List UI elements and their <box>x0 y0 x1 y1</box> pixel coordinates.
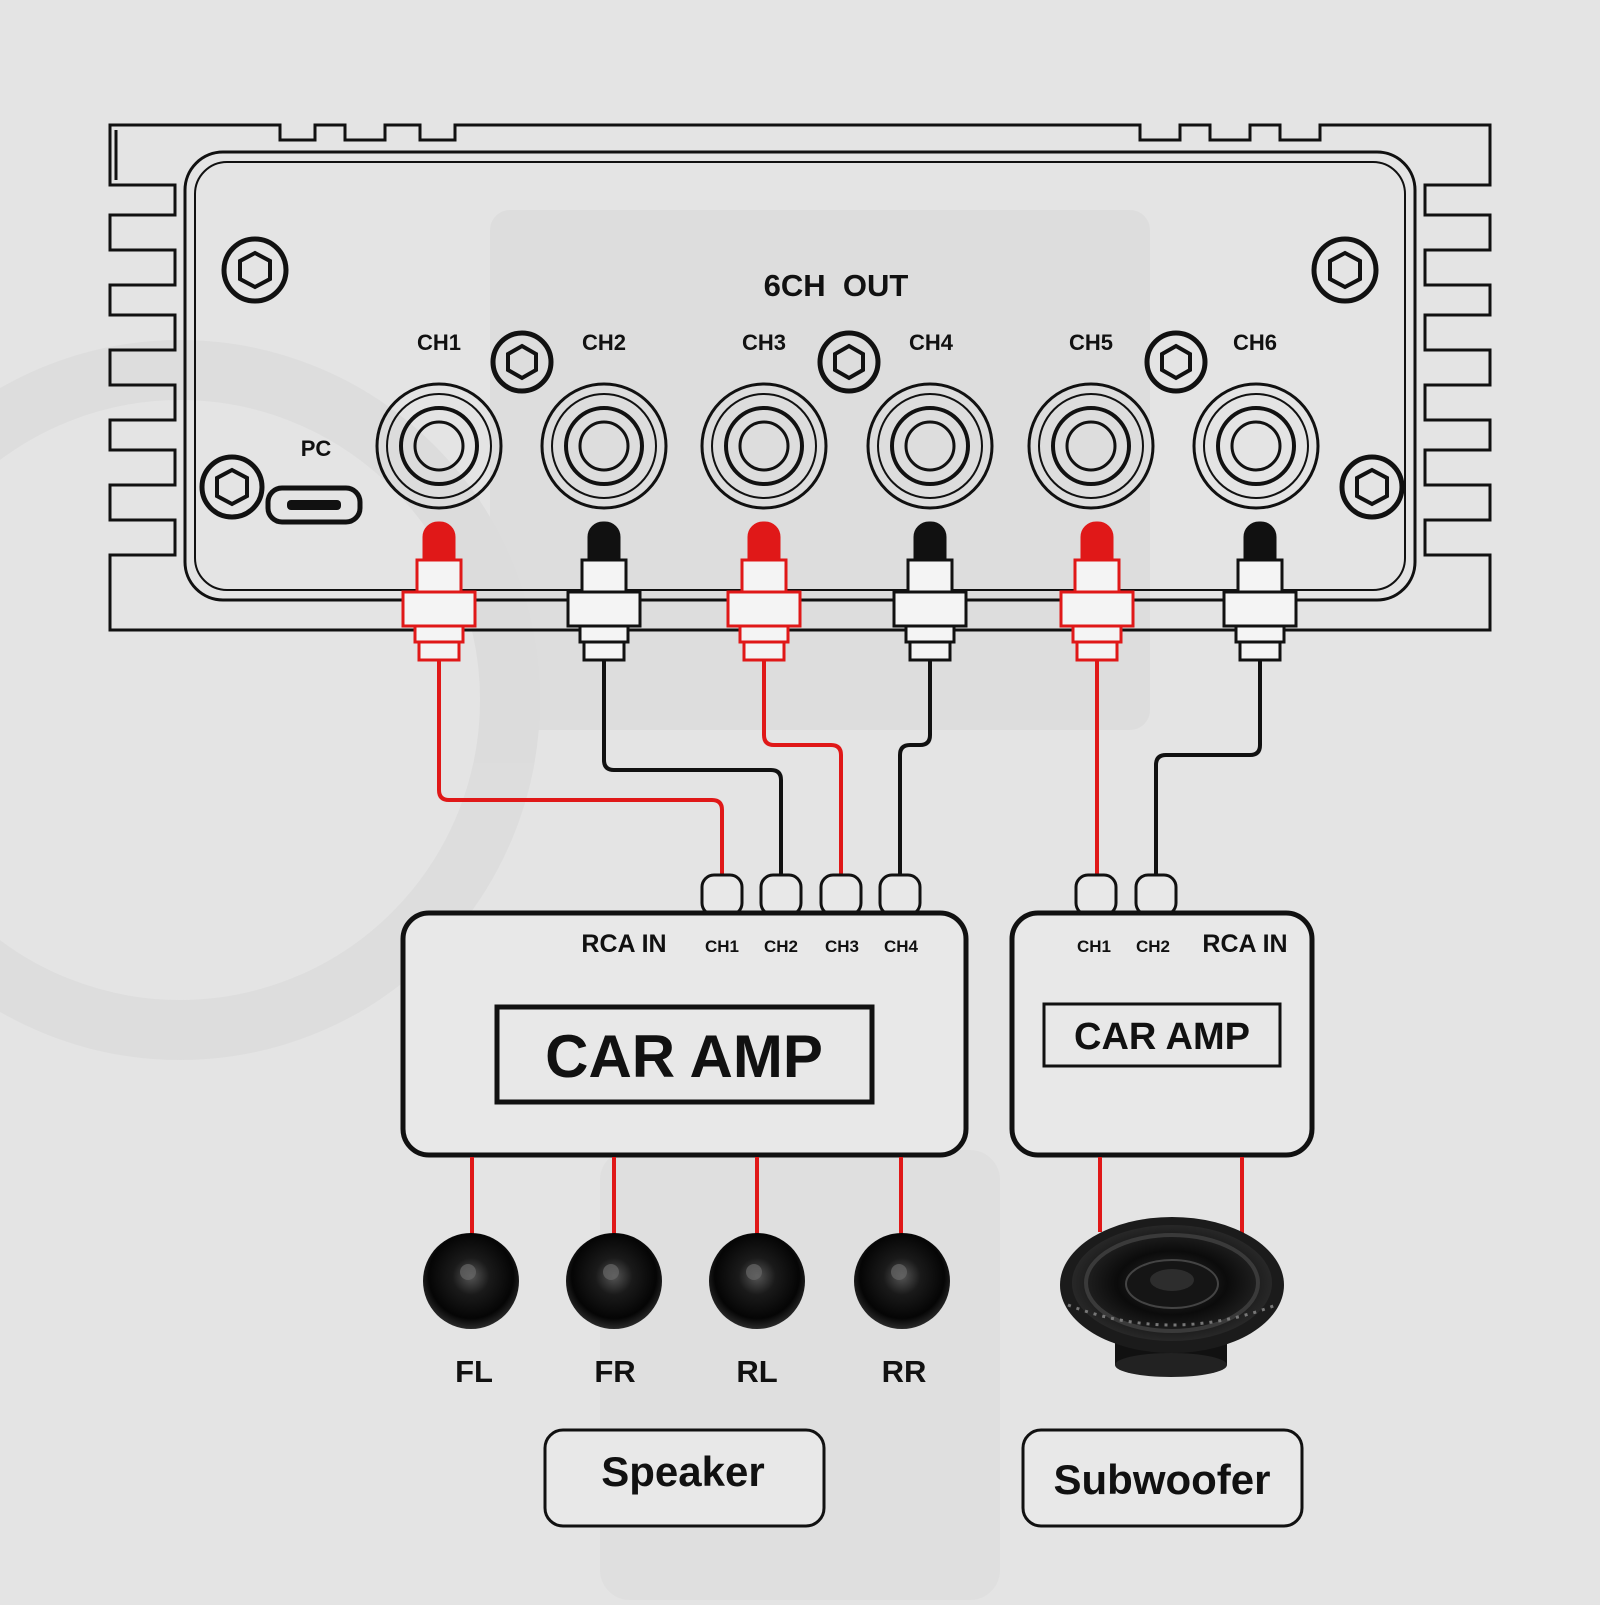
rca-plug-ch2 <box>566 521 642 662</box>
subwoofer-icon <box>1060 1217 1284 1377</box>
amp-input-label: CH3 <box>825 937 859 956</box>
rca-jack-ch1 <box>375 382 503 510</box>
amp-body <box>1009 910 1315 1158</box>
screw-icon <box>1339 454 1405 520</box>
amp-name-box <box>1042 1002 1282 1068</box>
rca-plugs <box>401 521 1298 662</box>
speaker-icon <box>854 1233 950 1329</box>
channel-label: CH3 <box>742 330 786 355</box>
amp-name-box <box>494 1004 875 1105</box>
rca-plug-ch6 <box>1222 521 1298 662</box>
screws <box>199 236 1405 520</box>
speaker-label-fr: FR <box>594 1354 635 1389</box>
rca-cables <box>437 660 1262 878</box>
amp-input-label: CH4 <box>884 937 919 956</box>
amp-input-label: CH1 <box>705 937 739 956</box>
cable-ch1-red <box>437 660 724 878</box>
subwoofer-group-box: Subwoofer <box>1021 1428 1304 1528</box>
rca-jack-ch6 <box>1192 382 1320 510</box>
amp-name: CAR AMP <box>1074 1016 1250 1058</box>
faceplate-inner <box>194 161 1406 591</box>
rca-plug-ch3 <box>726 521 802 662</box>
amp-input-label: CH2 <box>1136 937 1170 956</box>
rca-jacks <box>375 382 1320 510</box>
speaker-icon <box>423 1233 519 1329</box>
rca-jack-ch2 <box>540 382 668 510</box>
channel-label: CH5 <box>1069 330 1113 355</box>
rca-in-label: RCA IN <box>1202 930 1287 958</box>
cable-ch4-black <box>898 660 932 878</box>
cable-ch2-black <box>602 660 783 878</box>
screw-icon <box>199 454 265 520</box>
rca-jack-ch3 <box>700 382 828 510</box>
cable-ch3-red <box>762 660 843 878</box>
screw-icon <box>221 236 289 304</box>
screw-icon <box>1311 236 1379 304</box>
usb-port[interactable] <box>265 485 363 525</box>
amp-input-jacks <box>700 873 922 917</box>
speaker-label-rl: RL <box>736 1354 777 1389</box>
amp-body <box>400 910 969 1158</box>
screw-icon <box>817 330 881 394</box>
screw-icon <box>1144 330 1208 394</box>
subwoofer-group-label: Subwoofer <box>1054 1456 1271 1503</box>
amp-input-label: CH1 <box>1077 937 1111 956</box>
speaker-icon <box>566 1233 662 1329</box>
heatsink-outline <box>108 123 1492 632</box>
screw-icon <box>490 330 554 394</box>
amp-name: CAR AMP <box>545 1023 823 1090</box>
pc-label: PC <box>301 436 332 461</box>
dsp-processor <box>108 123 1492 632</box>
channel-label: CH1 <box>417 330 461 355</box>
output-title: 6CH OUT <box>764 268 909 303</box>
rca-jack-ch5 <box>1027 382 1155 510</box>
rca-jack-ch4 <box>866 382 994 510</box>
channel-label: CH6 <box>1233 330 1277 355</box>
rca-plug-ch1 <box>401 521 477 662</box>
channel-label: CH4 <box>909 330 954 355</box>
rca-in-label: RCA IN <box>581 930 666 958</box>
speaker-icon <box>709 1233 805 1329</box>
rca-plug-ch4 <box>892 521 968 662</box>
speaker-group-label: Speaker <box>601 1448 764 1495</box>
speaker-group-box: Speaker <box>543 1428 826 1528</box>
channel-label: CH2 <box>582 330 626 355</box>
cable-ch6-black <box>1154 660 1262 878</box>
car-amp-2ch: CH1 CH2 RCA IN CAR AMP <box>1009 873 1315 1158</box>
speaker-label-rr: RR <box>882 1354 927 1389</box>
speaker-labels: FL FR RL RR <box>455 1354 926 1389</box>
processor-channel-labels: CH1 CH2 CH3 CH4 CH5 CH6 <box>417 330 1277 355</box>
car-amp-4ch: RCA IN CH1 CH2 CH3 CH4 CAR AMP <box>400 873 969 1158</box>
amp-input-jacks <box>1074 873 1178 917</box>
speaker-label-fl: FL <box>455 1354 493 1389</box>
amp-input-label: CH2 <box>764 937 798 956</box>
speaker-wires <box>470 1157 1244 1242</box>
rca-plug-ch5 <box>1059 521 1135 662</box>
speakers <box>423 1233 950 1329</box>
